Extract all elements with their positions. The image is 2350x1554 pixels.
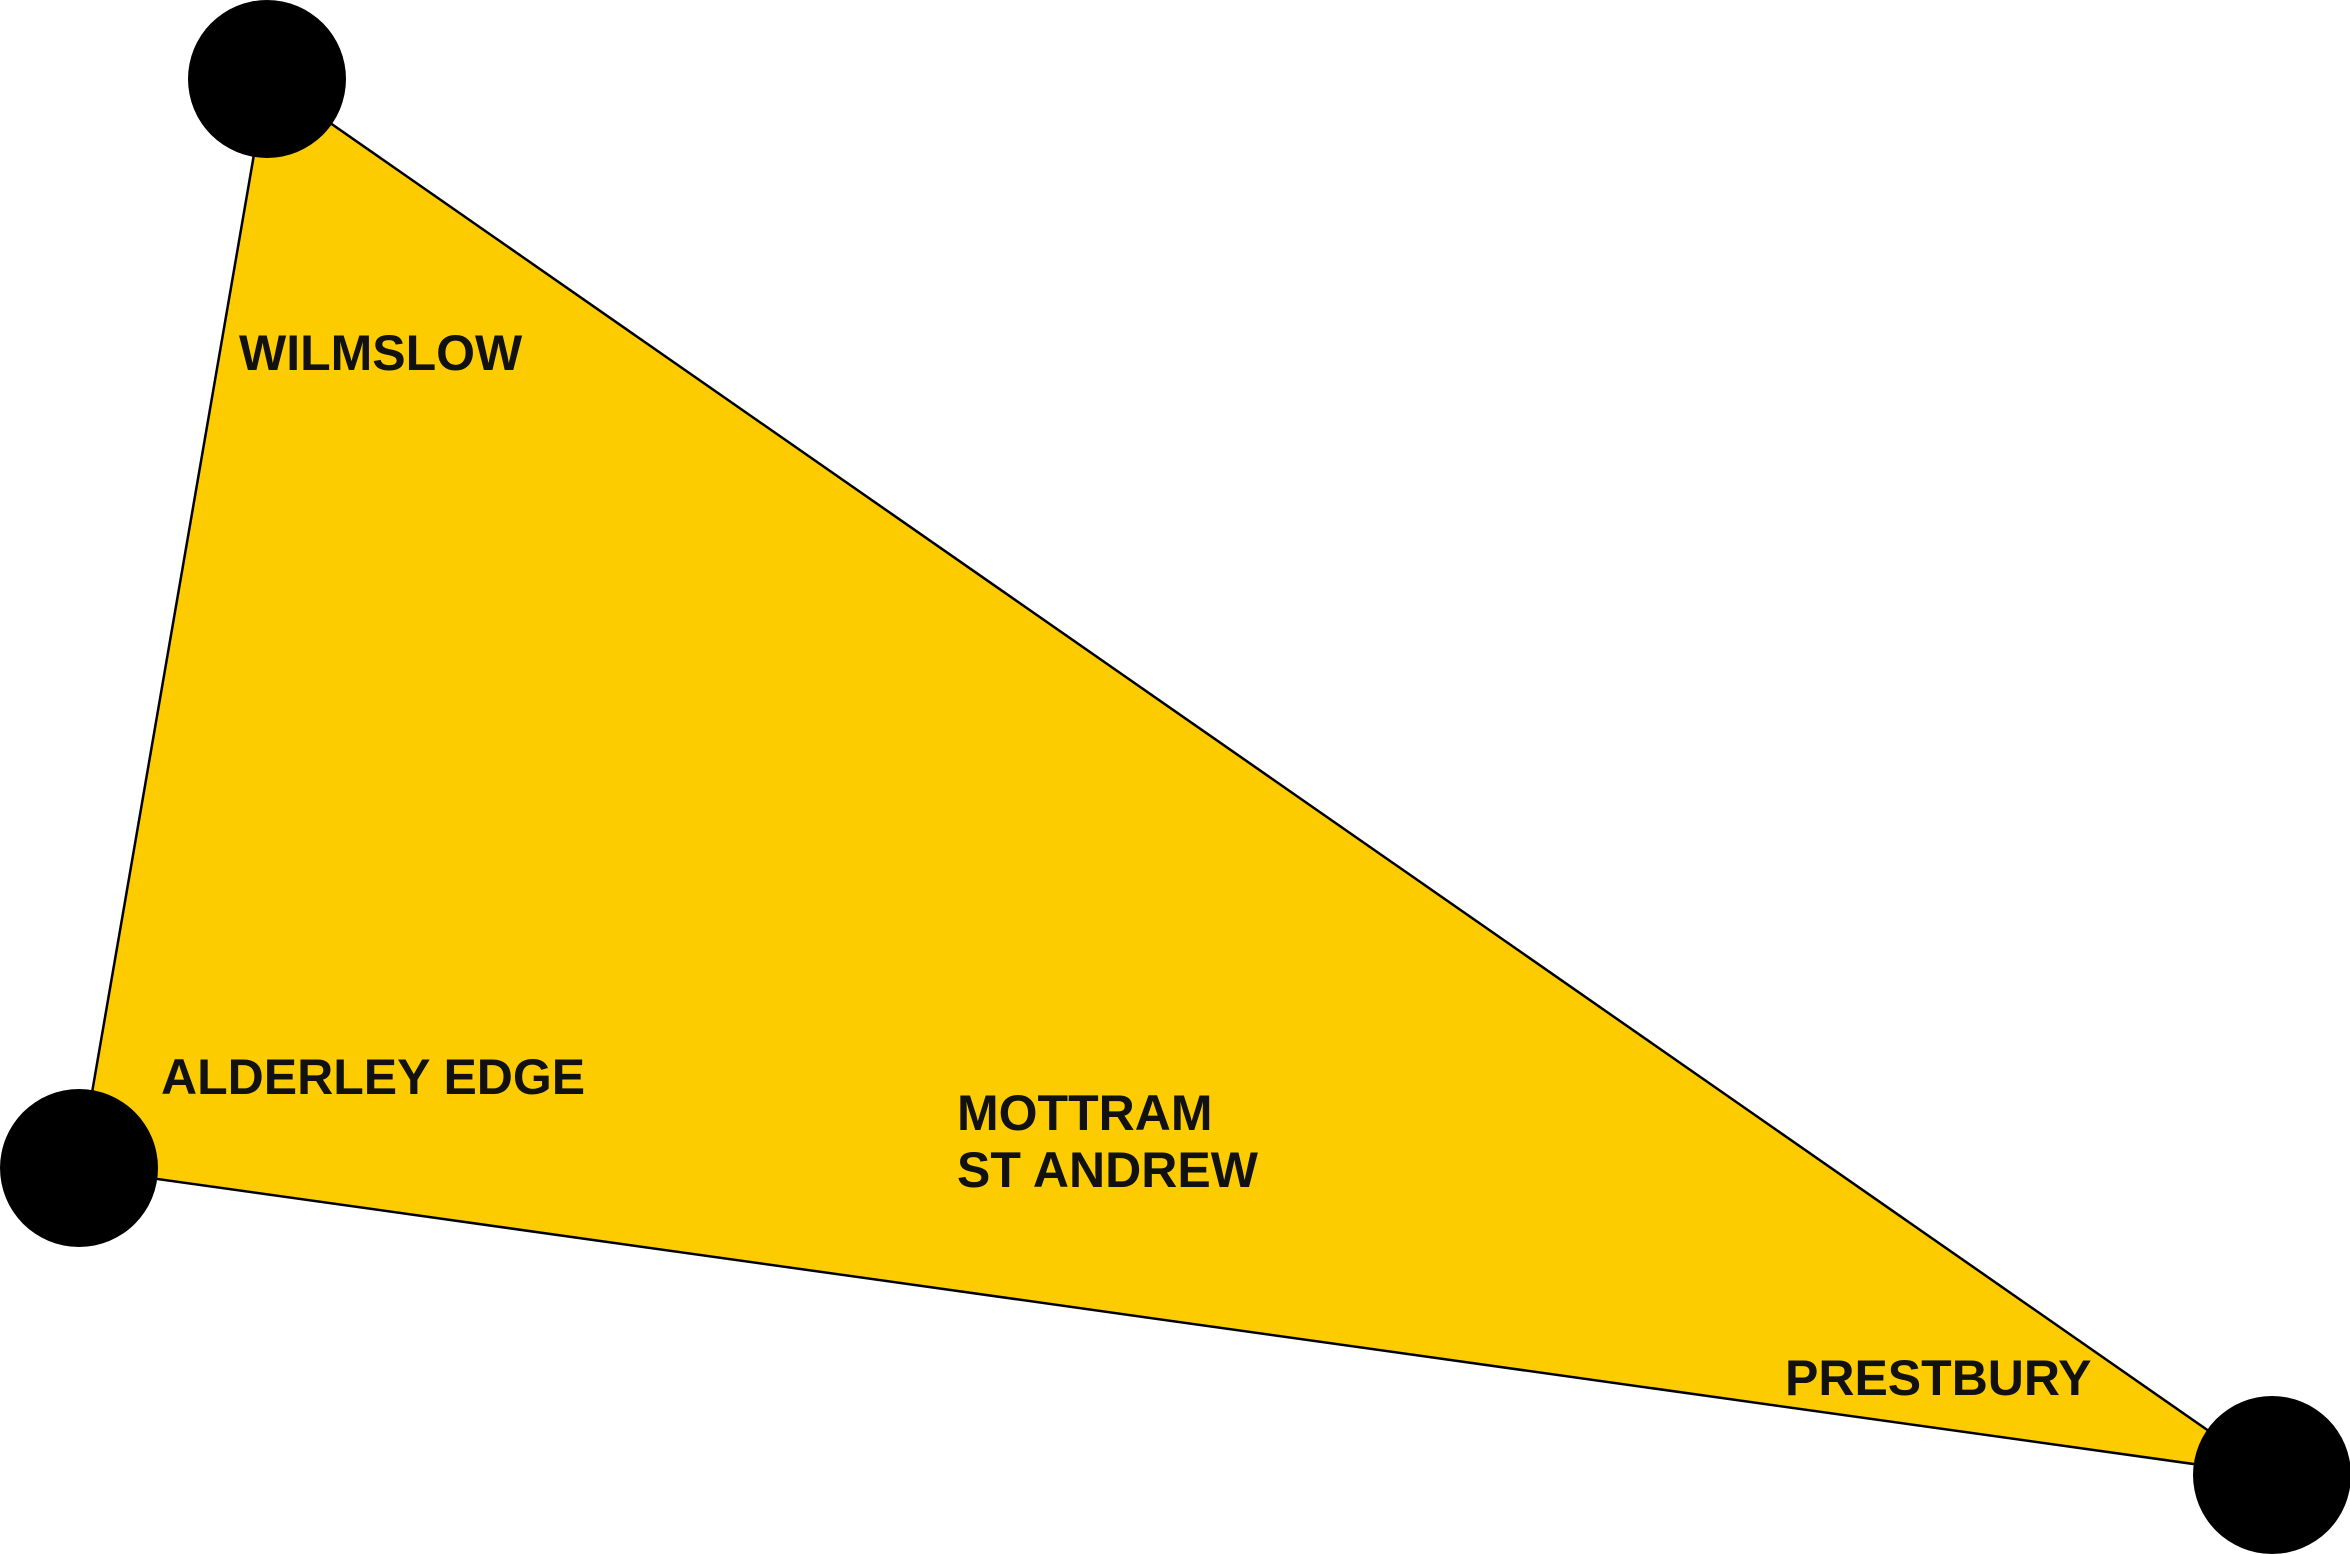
node-alderley-edge (0, 1089, 158, 1247)
label-wilmslow: WILMSLOW (239, 325, 523, 381)
shaded-region (77, 76, 2273, 1477)
label-mottram-line2: ST ANDREW (957, 1142, 1259, 1198)
node-wilmslow (188, 0, 346, 158)
label-prestbury: PRESTBURY (1785, 1350, 2092, 1406)
node-prestbury (2193, 1396, 2350, 1554)
label-alderley-edge: ALDERLEY EDGE (161, 1049, 585, 1105)
label-mottram-line1: MOTTRAM (957, 1085, 1213, 1141)
